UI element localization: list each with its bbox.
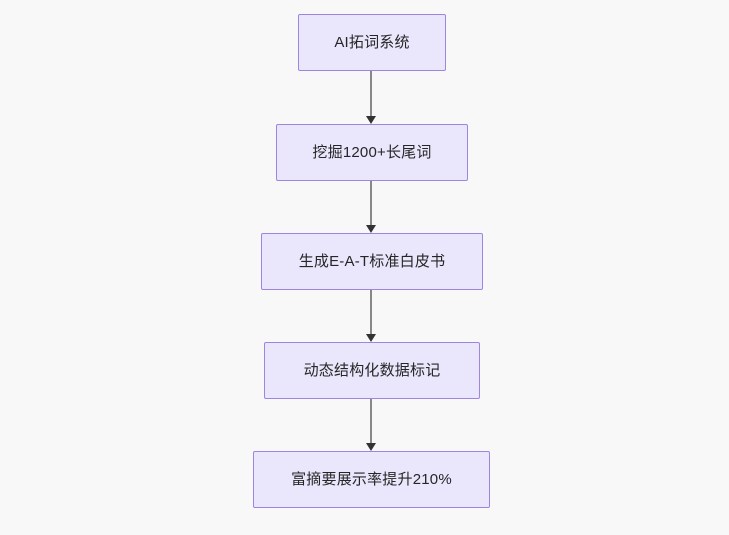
edge-n4-to-n5 <box>366 399 376 451</box>
flowchart-node-n4[interactable]: 动态结构化数据标记 <box>264 342 480 399</box>
edge-line-icon <box>370 181 372 225</box>
flowchart-node-label: 生成E-A-T标准白皮书 <box>298 252 446 270</box>
flowchart-node-n2[interactable]: 挖掘1200+长尾词 <box>276 124 468 181</box>
edge-line-icon <box>370 71 372 116</box>
edge-n3-to-n4 <box>366 290 376 342</box>
edge-n1-to-n2 <box>366 71 376 124</box>
edge-line-icon <box>370 399 372 443</box>
flowchart-node-n3[interactable]: 生成E-A-T标准白皮书 <box>261 233 483 290</box>
edge-n2-to-n3 <box>366 181 376 233</box>
flowchart-node-n1[interactable]: AI拓词系统 <box>298 14 446 71</box>
edge-line-icon <box>370 290 372 334</box>
arrowhead-down-icon <box>366 334 376 342</box>
arrowhead-down-icon <box>366 116 376 124</box>
flowchart-node-label: 富摘要展示率提升210% <box>291 470 452 488</box>
arrowhead-down-icon <box>366 443 376 451</box>
flowchart-node-n5[interactable]: 富摘要展示率提升210% <box>253 451 490 508</box>
flowchart-node-label: AI拓词系统 <box>334 33 410 51</box>
flowchart-node-label: 动态结构化数据标记 <box>303 361 441 379</box>
flowchart-node-label: 挖掘1200+长尾词 <box>312 143 432 161</box>
arrowhead-down-icon <box>366 225 376 233</box>
